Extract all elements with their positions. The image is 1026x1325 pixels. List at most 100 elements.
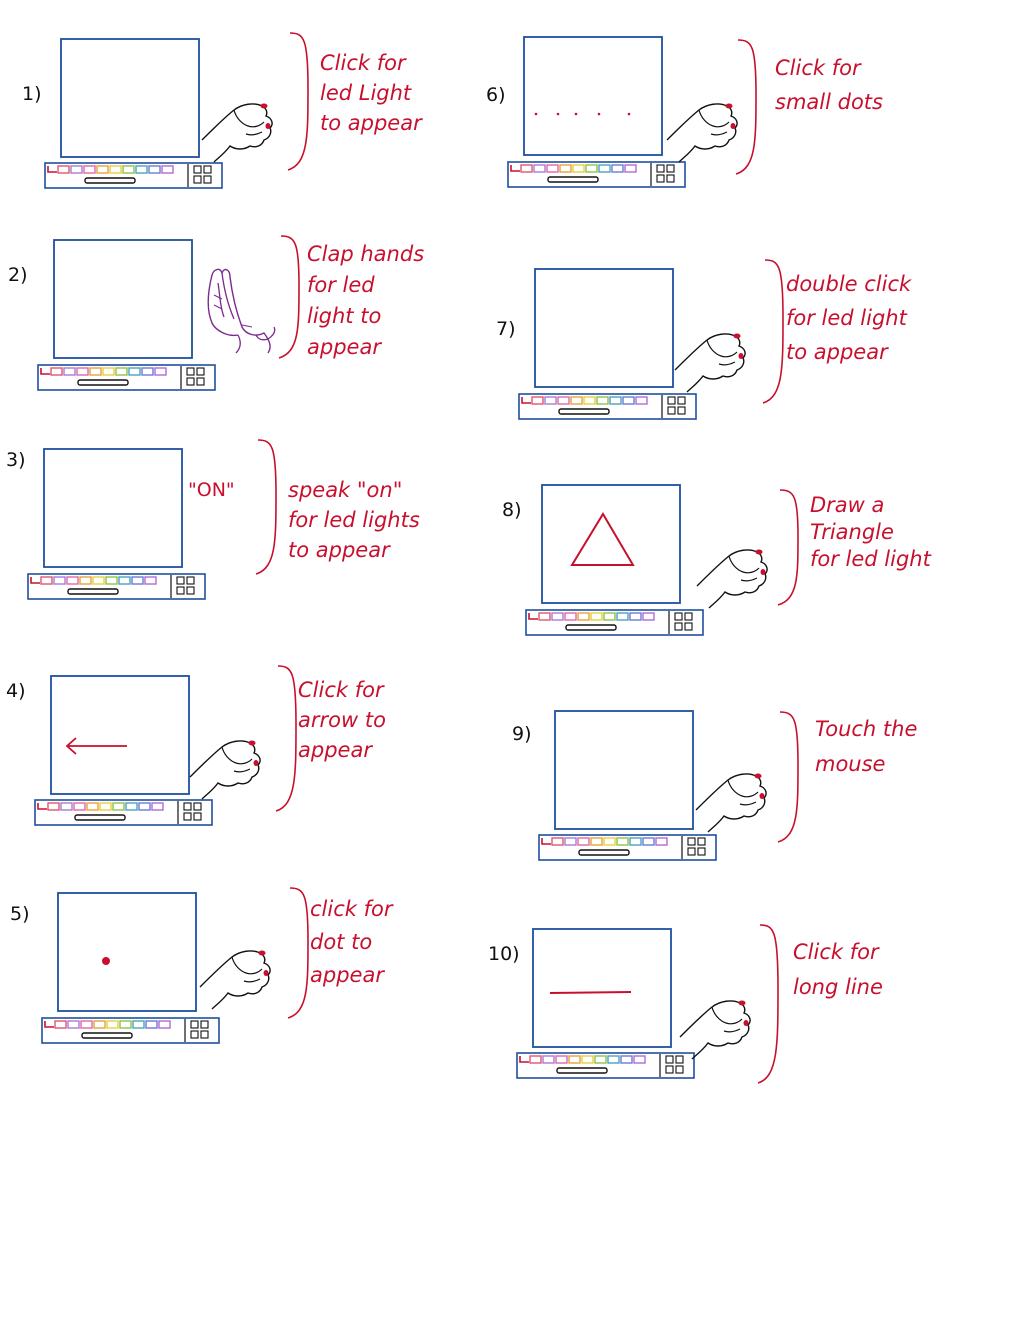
- keyboard-key: [50, 367, 63, 376]
- pointing-hand-icon: [696, 549, 768, 609]
- keypad-key: [203, 175, 212, 184]
- fingernail: [263, 970, 269, 976]
- small-dot: [597, 112, 601, 116]
- led-triangle: [570, 512, 635, 566]
- space-bar: [74, 814, 126, 821]
- instruction-line: appear: [298, 738, 373, 762]
- keyboard-key: [161, 165, 174, 174]
- keyboard-key: [151, 802, 164, 811]
- keypad-key: [200, 1020, 209, 1029]
- keyboard-key: [590, 612, 603, 621]
- keyboard-key: [73, 802, 86, 811]
- keyboard-key: [655, 837, 668, 846]
- instruction-line: Click for: [793, 940, 880, 964]
- red-bracket: [278, 235, 300, 359]
- fingernail: [743, 1020, 749, 1026]
- keypad-key: [684, 612, 693, 621]
- panel-number: 3): [6, 449, 26, 471]
- keyboard-key: [533, 164, 546, 173]
- keypad-key: [675, 1055, 684, 1064]
- keyboard-key: [102, 367, 115, 376]
- fingernail: [730, 123, 736, 129]
- keyboard-key: [564, 837, 577, 846]
- keyboard-key: [531, 396, 544, 405]
- keyboard-key: [99, 802, 112, 811]
- keyboard-key: [564, 612, 577, 621]
- instruction-line: Clap hands: [307, 242, 424, 266]
- space-bar: [556, 1067, 608, 1074]
- keyboard-key: [616, 612, 629, 621]
- keyboard-key: [622, 396, 635, 405]
- keyboard-corner-mark: [40, 368, 50, 375]
- arrow-head: [65, 737, 77, 755]
- instruction-line: Triangle: [810, 520, 894, 544]
- keyboard-key: [520, 164, 533, 173]
- keyboard-key: [546, 164, 559, 173]
- red-bracket: [275, 665, 297, 812]
- keyboard-key: [96, 165, 109, 174]
- keyboard-key: [63, 367, 76, 376]
- keyboard-corner-mark: [44, 1021, 54, 1028]
- keyboard-key: [132, 1020, 145, 1029]
- keyboard-key: [53, 576, 66, 585]
- hand-fingers: [711, 1006, 743, 1033]
- red-bracket: [777, 711, 799, 843]
- keyboard-key: [642, 837, 655, 846]
- keyboard-key: [105, 576, 118, 585]
- keypad-key: [196, 367, 205, 376]
- fingernail: [760, 569, 766, 575]
- keyboard-key: [603, 837, 616, 846]
- instruction-line: for led light: [786, 306, 908, 330]
- keyboard-key: [92, 576, 105, 585]
- fingernail: [738, 353, 744, 359]
- panel-number: 2): [8, 264, 28, 286]
- hand-outline: [695, 773, 767, 833]
- fingernail: [258, 950, 266, 956]
- instruction-line: arrow to: [298, 708, 386, 732]
- keyboard-key: [80, 1020, 93, 1029]
- keyboard-key: [598, 164, 611, 173]
- keyboard-key: [596, 396, 609, 405]
- pointing-hand-icon: [695, 773, 767, 833]
- keypad-key: [667, 406, 676, 415]
- panel-number: 10): [488, 943, 520, 965]
- red-bracket: [777, 489, 799, 606]
- keyboard-key: [635, 396, 648, 405]
- instruction-line: for led light: [810, 547, 932, 571]
- keyboard-key: [154, 367, 167, 376]
- red-bracket: [735, 39, 757, 175]
- keypad-key: [665, 1065, 674, 1074]
- keyboard-corner-mark: [510, 165, 520, 172]
- keyboard-key: [624, 164, 637, 173]
- red-bracket: [757, 924, 779, 1084]
- hand-outline: [679, 1000, 751, 1060]
- small-dot: [534, 112, 538, 116]
- keyboard-key: [148, 165, 161, 174]
- keyboard-key: [607, 1055, 620, 1064]
- pointing-hand-icon: [666, 103, 738, 163]
- clap-hand-left: [207, 268, 271, 354]
- hand-fingers: [698, 109, 730, 136]
- keypad-key: [687, 837, 696, 846]
- keyboard-key: [583, 396, 596, 405]
- fingernail: [260, 103, 268, 109]
- led-long-line: [549, 991, 632, 994]
- instruction-line: Draw a: [810, 493, 884, 517]
- red-bracket: [287, 32, 309, 171]
- keyboard-key: [60, 802, 73, 811]
- instruction-line: small dots: [775, 90, 883, 114]
- instruction-line: for led lights: [288, 508, 420, 532]
- keyboard-key: [47, 802, 60, 811]
- instruction-line: speak "on": [288, 478, 402, 502]
- keypad-key: [186, 377, 195, 386]
- monitor-screen: [50, 675, 190, 795]
- hand-outline: [201, 103, 273, 163]
- clap-hand-right: [217, 272, 276, 354]
- instruction-line: to appear: [288, 538, 391, 562]
- panel-number: 6): [486, 84, 506, 106]
- instruction-line: dot to: [310, 930, 372, 954]
- keyboard-key: [93, 1020, 106, 1029]
- keyboard-key: [633, 1055, 646, 1064]
